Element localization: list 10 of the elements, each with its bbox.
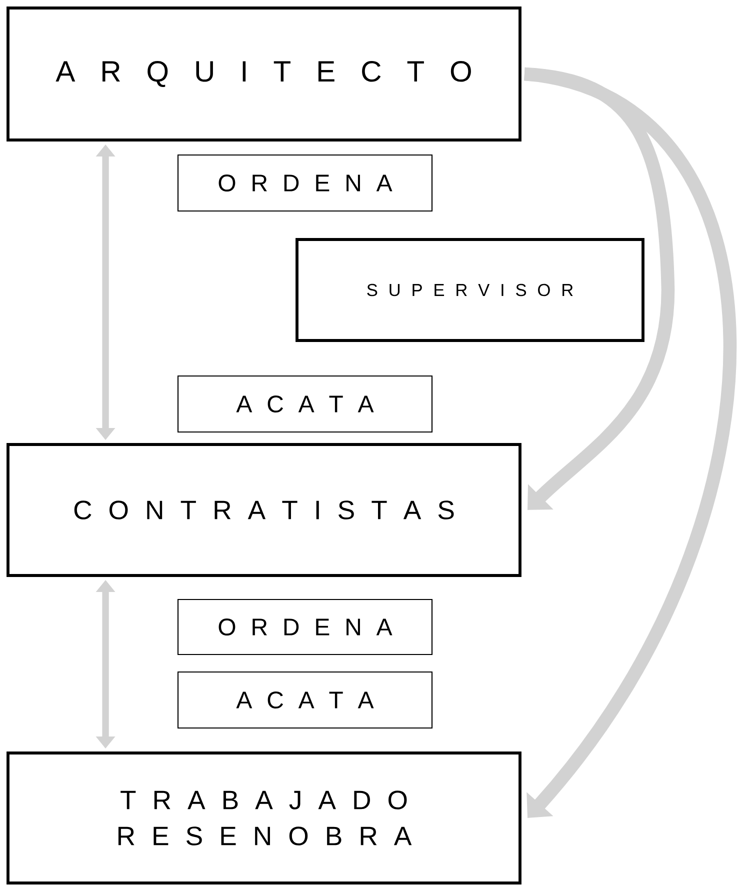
box: A C A T A [177, 671, 433, 729]
box: O R D E N A [177, 154, 433, 212]
role-box: A R Q U I T E C T O [6, 6, 522, 142]
box: A C A T A [177, 375, 433, 433]
curved-arrow [523, 67, 737, 818]
box: O R D E N A [177, 598, 433, 656]
role-box: T R A B A J A D O R E S E N O B R A [6, 752, 522, 884]
supervisor-box: S U P E R V I S O R [296, 238, 644, 342]
curved-arrow [524, 67, 675, 510]
role-box: C O N T R A T I S T A S [6, 443, 522, 577]
